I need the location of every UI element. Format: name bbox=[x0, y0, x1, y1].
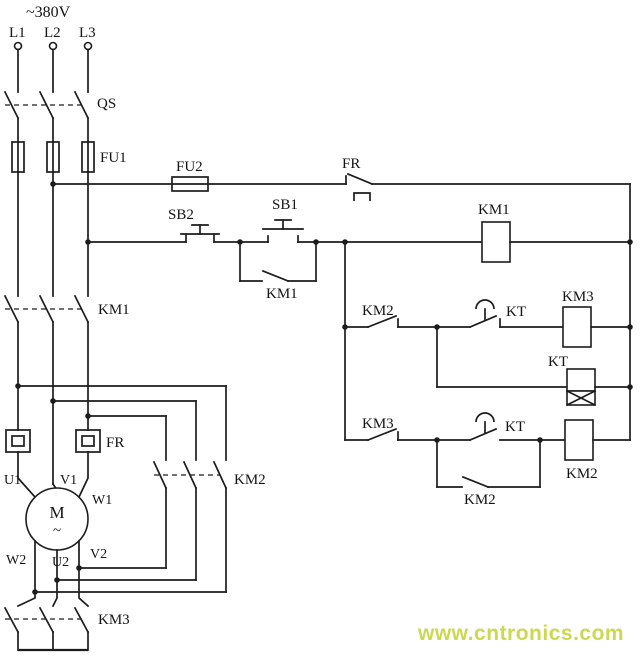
terminal-v2-label: V2 bbox=[90, 547, 107, 562]
km1-aux-label: KM1 bbox=[266, 286, 298, 302]
fu1-fuse-body bbox=[81, 141, 95, 173]
km2-coil bbox=[564, 419, 594, 461]
fr-heater-inner bbox=[11, 435, 25, 447]
terminal-l3-icon bbox=[83, 41, 93, 51]
terminal-w2-label: W2 bbox=[6, 553, 26, 568]
km2-nc-label: KM2 bbox=[362, 303, 394, 319]
fu1-fuse-body bbox=[11, 141, 25, 173]
power-supply: ~380V L1 L2 L3 bbox=[9, 4, 96, 93]
fu1-label: FU1 bbox=[100, 150, 127, 166]
star-coil-rung: KM2 KT KM3 bbox=[342, 241, 633, 441]
disconnect-switch-qs: QS bbox=[3, 90, 116, 120]
kt-contact-lower-label: KT bbox=[505, 419, 525, 435]
fr-heater-element bbox=[75, 429, 101, 453]
contactor-km3-star-section: KM3 bbox=[3, 540, 130, 652]
motor-ac-tilde: ~ bbox=[53, 523, 61, 539]
km1-coil-label: KM1 bbox=[478, 202, 510, 218]
fr-contact-label: FR bbox=[342, 156, 360, 172]
terminal-u2-label: U2 bbox=[52, 555, 69, 570]
phase-l1-label: L1 bbox=[9, 25, 26, 41]
km2-coil-label: KM2 bbox=[566, 466, 598, 482]
fr-heater-label: FR bbox=[106, 435, 124, 451]
control-feed-line: FU2 FR bbox=[50, 156, 631, 441]
km3-main-label: KM3 bbox=[98, 612, 130, 628]
phase-l2-label: L2 bbox=[44, 25, 61, 41]
fr-heater-element bbox=[5, 429, 31, 453]
km3-coil-label: KM3 bbox=[562, 289, 594, 305]
sb2-label: SB2 bbox=[168, 207, 194, 223]
terminal-u1-label: U1 bbox=[4, 473, 21, 488]
fu1-fuse-body bbox=[46, 141, 60, 173]
fu2-fuse-body bbox=[171, 176, 209, 192]
delta-coil-rung: KM3 KT KM2 KM2 bbox=[344, 412, 631, 508]
terminal-w1-label: W1 bbox=[92, 493, 112, 508]
contactor-km2-main-contacts: KM2 bbox=[34, 460, 266, 593]
km2-main-label: KM2 bbox=[234, 472, 266, 488]
fr-thermal-symbol bbox=[353, 192, 371, 201]
km3-coil bbox=[562, 306, 592, 348]
terminal-v1-label: V1 bbox=[60, 473, 77, 488]
phase-l3-label: L3 bbox=[79, 25, 96, 41]
kt-coil-body bbox=[566, 368, 596, 392]
timer-coil-rung: KT bbox=[436, 326, 633, 407]
motor: M ~ U1 V1 W1 W2 U2 V2 bbox=[4, 473, 112, 570]
kt-coil-label: KT bbox=[548, 354, 568, 370]
motor-letter: M bbox=[49, 503, 64, 522]
fr-heater-inner bbox=[81, 435, 95, 447]
terminal-l2-icon bbox=[48, 41, 58, 51]
km1-coil bbox=[481, 221, 511, 263]
km2-aux-label: KM2 bbox=[464, 492, 496, 508]
motor-feed-wiring: FR bbox=[5, 321, 124, 499]
contactor-km1-main-contacts: KM1 bbox=[3, 294, 130, 324]
km3-nc-label: KM3 bbox=[362, 416, 394, 432]
delta-branch-wiring bbox=[15, 383, 227, 461]
kt-delay-symbol bbox=[475, 412, 495, 423]
km1-main-label: KM1 bbox=[98, 302, 130, 318]
start-stop-rung: SB2 SB1 KM1 KM1 bbox=[85, 197, 633, 302]
fu2-label: FU2 bbox=[176, 159, 203, 175]
terminal-l1-icon bbox=[13, 41, 23, 51]
kt-contact-upper-label: KT bbox=[506, 304, 526, 320]
supply-voltage-label: ~380V bbox=[26, 4, 71, 21]
qs-label: QS bbox=[97, 96, 116, 112]
sb1-label: SB1 bbox=[272, 197, 298, 213]
kt-delay-symbol bbox=[475, 299, 495, 310]
watermark-text: www.cntronics.com bbox=[417, 622, 624, 645]
fuse-fu1: FU1 bbox=[11, 117, 127, 297]
